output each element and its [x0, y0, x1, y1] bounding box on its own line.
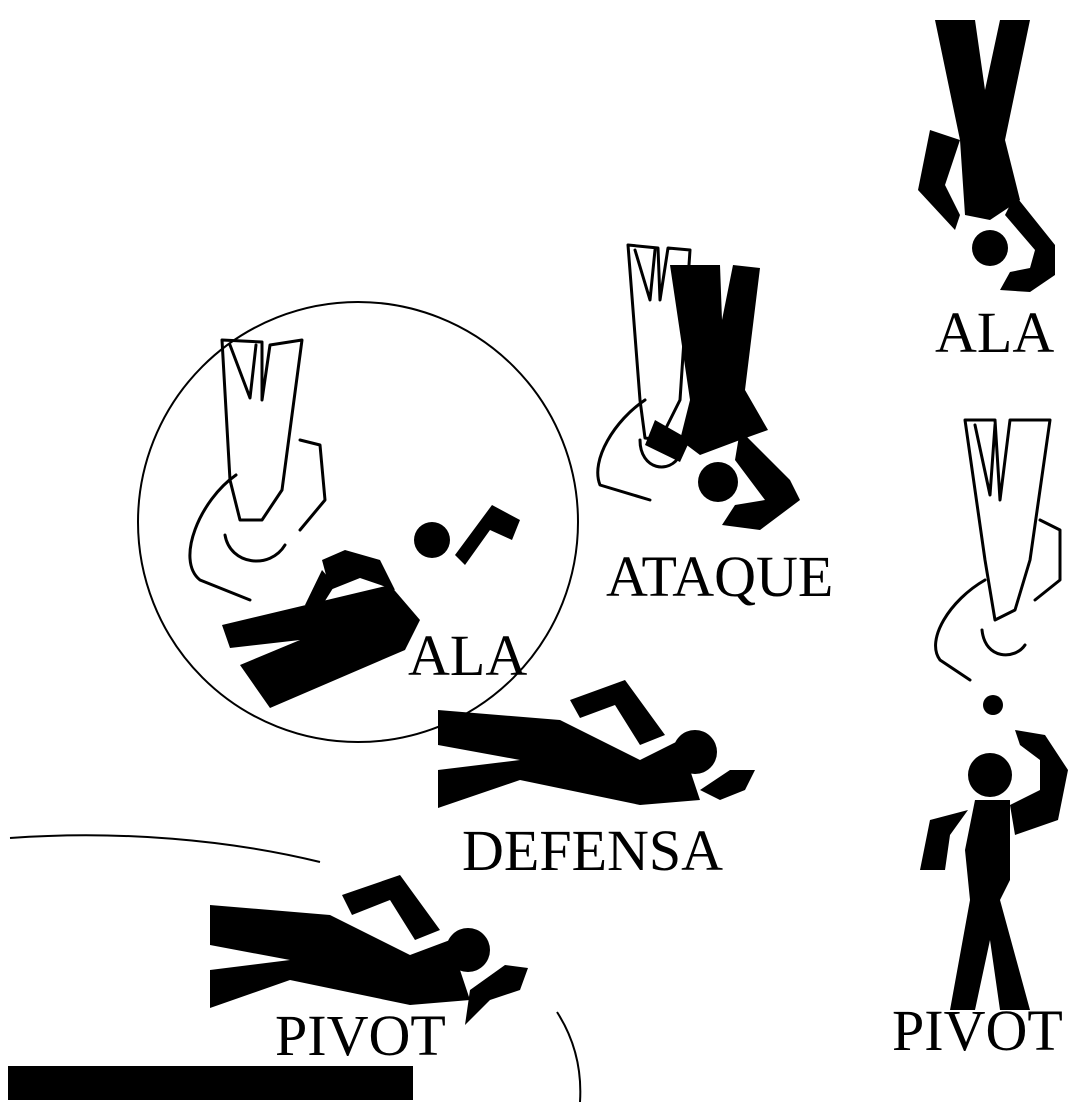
black-bar: [8, 1066, 413, 1100]
player-solid-standing-pivot-right: [920, 730, 1068, 1010]
label-pivot-right: PIVOT: [892, 998, 1063, 1063]
player-outline-inverted-circle: [190, 340, 325, 600]
label-pivot-left: PIVOT: [275, 1003, 446, 1068]
curve-line-bottom: [557, 1012, 580, 1102]
label-ala-right: ALA: [935, 300, 1054, 365]
ball: [983, 695, 1003, 715]
player-outline-inverted-pivot-right: [936, 420, 1060, 680]
player-solid-inverted-ataque: [645, 265, 800, 530]
player-solid-inverted-ala-right: [918, 20, 1055, 292]
label-ataque: ATAQUE: [606, 544, 833, 609]
player-solid-lying-defensa: [438, 680, 755, 808]
label-defensa: DEFENSA: [462, 818, 723, 883]
label-ala-circle: ALA: [408, 623, 527, 688]
curve-line-left: [10, 835, 320, 862]
